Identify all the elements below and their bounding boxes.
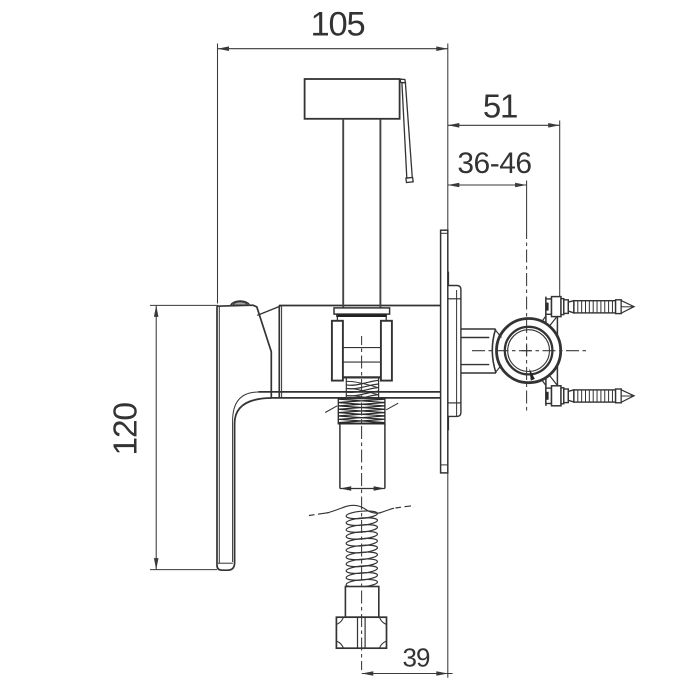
pipe-break-symbol (308, 504, 412, 517)
dimension-height-120: 120 (108, 304, 218, 571)
outlet-pipe (339, 424, 386, 491)
dimension-offset-39: 39 (361, 473, 453, 678)
dim-label-105: 105 (311, 5, 365, 43)
trigger-lever (401, 82, 413, 179)
dim-label-51: 51 (483, 87, 517, 124)
position-marker (529, 368, 535, 381)
wall-screw-top (545, 295, 636, 318)
mixer-body (257, 304, 441, 399)
dimension-wall-range-36-46: 36-46 (447, 147, 532, 232)
centerlines (361, 232, 589, 670)
sprayer-neck-tube (342, 118, 382, 308)
wall-mounting-plate (439, 229, 462, 474)
sprayer-head (303, 78, 414, 184)
dimension-depth-51: 51 (447, 87, 561, 297)
wall-screw-bottom (545, 385, 636, 407)
dim-label-39: 39 (403, 643, 430, 673)
dimension-width-105: 105 (216, 5, 449, 304)
dim-label-120: 120 (108, 403, 145, 456)
dim-label-36-46: 36-46 (457, 147, 531, 180)
cartridge-assembly (330, 307, 393, 382)
trigger-end-cap (405, 176, 414, 184)
lever-handle (216, 300, 273, 572)
wall-inlet-pipe (461, 328, 502, 374)
outlet-thread-stub (345, 378, 380, 401)
